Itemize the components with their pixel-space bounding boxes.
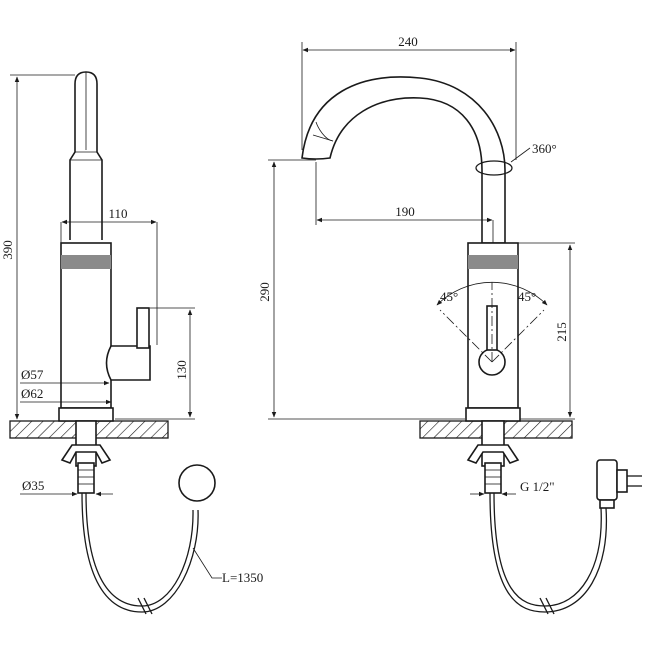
thread-label: G 1/2" bbox=[520, 479, 555, 494]
front-power-cable bbox=[489, 492, 608, 613]
lever-swing-arc bbox=[436, 281, 548, 306]
side-indicator-band bbox=[61, 255, 111, 269]
side-base-ring bbox=[58, 407, 114, 422]
dim-190: 190 bbox=[395, 204, 415, 219]
front-base-ring bbox=[465, 407, 521, 422]
rotation-indicator bbox=[475, 160, 513, 176]
angle-right-label: 45° bbox=[518, 289, 536, 304]
side-wing-nut bbox=[60, 444, 112, 464]
dim-110: 110 bbox=[108, 206, 127, 221]
front-view: 45° 45° 240 360° 1 bbox=[257, 34, 642, 615]
side-view: 390 110 130 Ø57 Ø62 Ø35 L=1350 bbox=[0, 71, 263, 615]
side-threaded-shank bbox=[77, 462, 95, 494]
angle-left-label: 45° bbox=[440, 289, 458, 304]
front-plug bbox=[596, 459, 642, 509]
front-threaded-shank bbox=[484, 462, 502, 494]
side-plug bbox=[178, 464, 216, 502]
dim-215: 215 bbox=[554, 322, 569, 342]
dim-390: 390 bbox=[0, 240, 15, 260]
side-mount-stud bbox=[75, 420, 97, 467]
dim-130: 130 bbox=[174, 360, 189, 380]
dim-290: 290 bbox=[257, 282, 272, 302]
dim-240: 240 bbox=[398, 34, 418, 49]
dim-dia-35: Ø35 bbox=[22, 478, 44, 493]
front-gooseneck-spout bbox=[301, 76, 506, 244]
side-lever-handle bbox=[136, 307, 150, 349]
rotation-label: 360° bbox=[532, 141, 557, 156]
front-indicator-band bbox=[468, 255, 518, 269]
front-mount-stud bbox=[481, 420, 505, 467]
cable-length-label: L=1350 bbox=[222, 570, 263, 585]
side-lever bbox=[105, 345, 151, 381]
dim-dia-62: Ø62 bbox=[21, 386, 43, 401]
dim-dia-57: Ø57 bbox=[21, 367, 44, 382]
side-power-cable bbox=[81, 492, 199, 613]
front-wing-nut bbox=[466, 444, 520, 464]
